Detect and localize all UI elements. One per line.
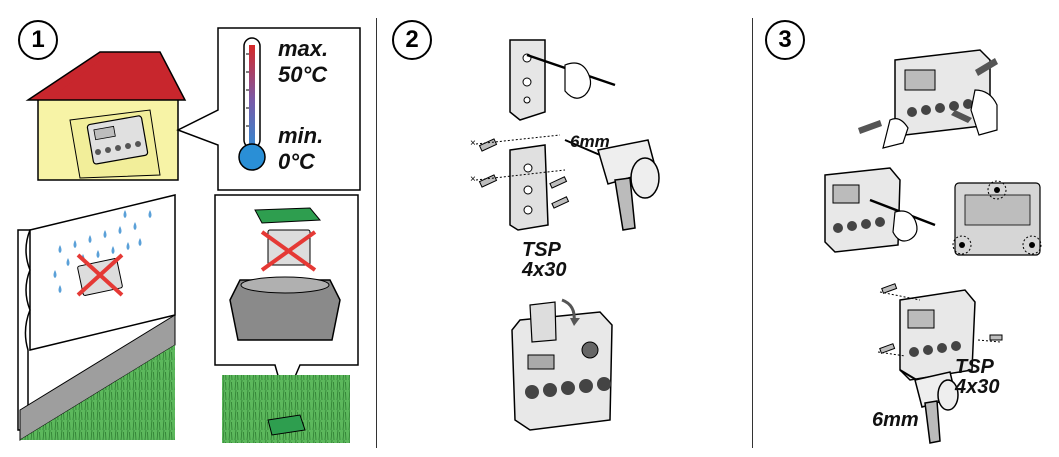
bracket-mounting-illustration: × ×: [470, 134, 660, 231]
temp-min-label: min.: [278, 123, 324, 148]
step-1-badge: 1: [18, 20, 58, 60]
drill-size-label-3: 6mm: [872, 409, 919, 431]
mark-holes-illustration: [824, 167, 936, 253]
house-illustration: [25, 51, 187, 181]
controller-hanging-illustration: [511, 298, 613, 431]
screw-type-label: TSP: [522, 239, 561, 261]
temp-max-label: max.: [278, 36, 329, 61]
screw-size-label-3: 4x30: [955, 376, 1000, 398]
step-2-badge: 2: [392, 20, 432, 60]
screw-size-label: 4x30: [522, 259, 567, 281]
bracket-marking-illustration: [509, 39, 616, 121]
rear-view-illustration: [952, 180, 1042, 256]
valve-box-callout: [214, 194, 359, 443]
drill-size-label: 6mm: [570, 132, 610, 151]
thermometer-callout: [176, 27, 361, 191]
open-cover-illustration: [858, 49, 998, 149]
screw-mount-illustration: [877, 283, 1003, 444]
screw-type-label-3: TSP: [955, 356, 994, 378]
svg-text:×: ×: [470, 174, 476, 185]
divider-1-2: [376, 18, 377, 448]
svg-text:×: ×: [470, 138, 476, 149]
step-3-badge: 3: [765, 20, 805, 60]
divider-2-3: [752, 18, 753, 448]
outdoor-wall-illustration: [17, 194, 176, 441]
temp-min-value: 0°C: [278, 149, 315, 174]
temp-max-value: 50°C: [278, 62, 328, 87]
